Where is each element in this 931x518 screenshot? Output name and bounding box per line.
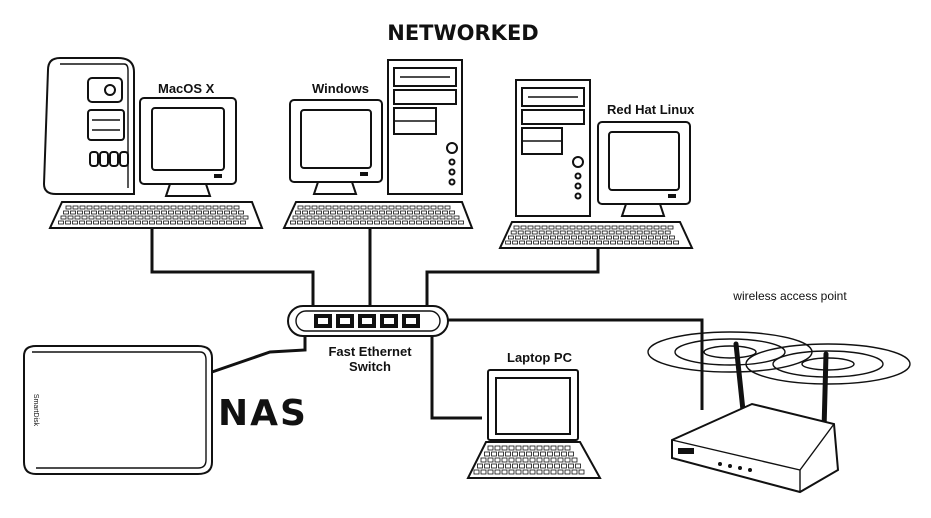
mac-tower-icon [42, 57, 135, 195]
svg-text:SmartDisk: SmartDisk [32, 394, 39, 427]
linux-label: Red Hat Linux [607, 102, 695, 117]
nas-label: NAS [218, 393, 308, 434]
switch-ports [314, 314, 420, 328]
cable-mac [150, 228, 315, 306]
wireless-router-icon [647, 331, 911, 494]
linux-tower-icon [515, 79, 591, 217]
mac-label: MacOS X [158, 81, 215, 96]
linux-monitor-icon [597, 121, 691, 217]
cable-nas [211, 336, 307, 374]
laptop-label: Laptop PC [507, 350, 573, 365]
mac-keyboard-icon [48, 201, 264, 229]
wap-label: wireless access point [732, 289, 847, 303]
network-cables [150, 228, 704, 420]
windows-monitor-icon [289, 99, 383, 195]
cable-laptop [430, 336, 482, 420]
windows-tower-icon [387, 59, 463, 195]
laptop-icon [466, 369, 602, 479]
switch-label-line1: Fast Ethernet [328, 344, 412, 359]
diagram-title: NETWORKED [387, 21, 538, 45]
nas-drive-icon: SmartDisk [23, 345, 213, 475]
ethernet-switch-icon [287, 305, 449, 337]
cable-linux [425, 248, 600, 306]
mac-monitor-icon [139, 97, 237, 197]
cable-wap [448, 318, 704, 410]
linux-keyboard-icon [498, 221, 694, 249]
windows-label: Windows [312, 81, 369, 96]
windows-keyboard-icon [282, 201, 474, 229]
switch-label-line2: Switch [349, 359, 391, 374]
